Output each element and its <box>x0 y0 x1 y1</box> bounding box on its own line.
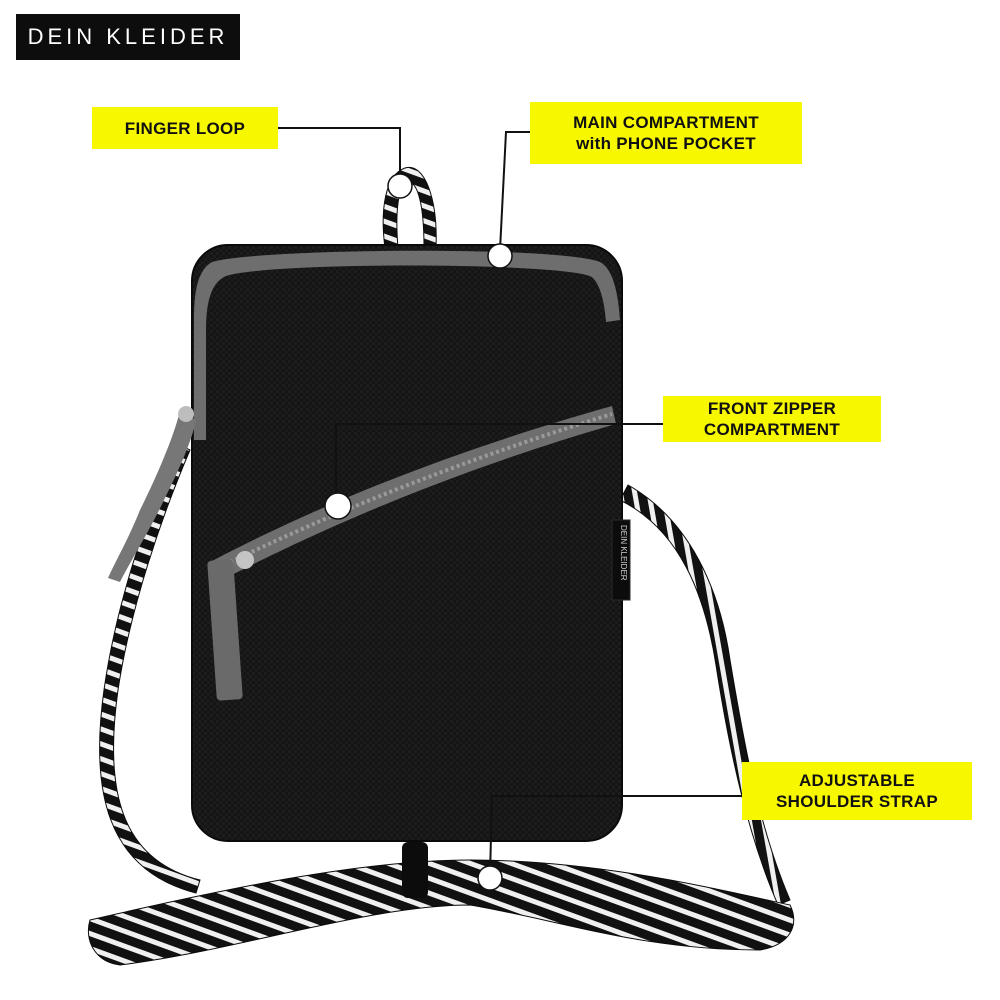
callout-main-compartment-line1: MAIN COMPARTMENT <box>573 113 759 132</box>
shoulder-strap-right <box>619 484 791 906</box>
leader-shoulder-strap <box>489 795 742 877</box>
callout-front-zipper-line2: COMPARTMENT <box>703 420 841 439</box>
callout-front-zipper: FRONT ZIPPER COMPARTMENT <box>663 396 881 442</box>
callout-finger-loop-line1: FINGER LOOP <box>124 118 246 138</box>
marker-shoulder-strap <box>477 865 503 891</box>
callout-main-compartment: MAIN COMPARTMENT with PHONE POCKET <box>530 102 802 164</box>
front-zipper-slider <box>236 551 254 569</box>
shoulder-strap-left <box>99 443 201 894</box>
leader-finger-loop <box>278 127 401 180</box>
main-zipper-trim <box>194 250 620 440</box>
front-pocket-panel <box>206 424 616 836</box>
callout-front-zipper-line1: FRONT ZIPPER <box>707 399 837 418</box>
left-zipper-slider <box>178 406 194 422</box>
callout-finger-loop: FINGER LOOP <box>92 107 278 149</box>
marker-front-zipper <box>324 492 352 520</box>
brand-logo: DEIN KLEIDER <box>16 14 240 60</box>
leader-lines <box>278 127 742 877</box>
strap-adjuster <box>402 842 428 898</box>
callout-main-compartment-line2: with PHONE POCKET <box>576 134 756 153</box>
left-zipper-pull <box>108 410 196 582</box>
side-brand-label-text: DEIN KLEIDER <box>619 525 628 581</box>
callout-shoulder-strap-line2: SHOULDER STRAP <box>776 792 938 811</box>
shoulder-strap-bottom <box>87 859 795 966</box>
leader-front-zipper <box>335 423 663 503</box>
side-brand-label <box>611 519 631 601</box>
callout-shoulder-strap: ADJUSTABLE SHOULDER STRAP <box>742 762 972 820</box>
brand-name: DEIN KLEIDER <box>27 24 229 49</box>
callout-shoulder-strap-line1: ADJUSTABLE <box>798 771 916 790</box>
leader-main-compartment <box>499 131 530 251</box>
front-zipper-pull <box>207 559 243 701</box>
front-zipper-trim <box>210 406 616 580</box>
marker-main-compartment <box>487 243 513 269</box>
marker-finger-loop <box>387 173 413 199</box>
